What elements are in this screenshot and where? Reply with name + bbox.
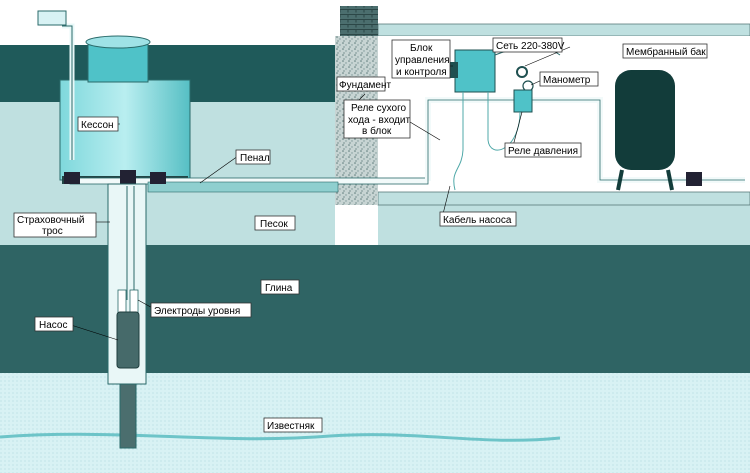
- aquifer-line: [0, 432, 561, 442]
- membrane-tank-body: [615, 70, 675, 170]
- label-manometer: Манометр: [539, 71, 599, 87]
- label-pump-text: Насос: [39, 320, 67, 331]
- well-filter: [119, 383, 137, 449]
- roof-slab: [377, 23, 750, 37]
- penal-sleeve: [147, 181, 339, 193]
- label-power-text: Сеть 220-380V: [496, 41, 565, 52]
- label-membrane-tank: Мембранный бак: [622, 43, 708, 59]
- label-control-block-line1: Блок: [410, 43, 433, 54]
- label-pump-cable-text: Кабель насоса: [443, 214, 512, 226]
- label-pump-cable: Кабель насоса: [439, 211, 517, 227]
- label-control-block-line3: и контроля: [396, 67, 447, 78]
- caisson-hatch: [85, 35, 151, 49]
- tank-legs: [616, 169, 674, 191]
- chimney: [340, 6, 378, 36]
- electrode-2: [129, 289, 139, 315]
- label-penal-text: Пенал: [240, 153, 270, 164]
- valve-center: [120, 170, 136, 186]
- label-level-electrodes-text: Электроды уровня: [154, 306, 240, 317]
- label-dry-relay-line2: хода - входит: [348, 115, 410, 126]
- label-caisson-text: Кессон: [81, 120, 114, 131]
- sand-layer-right: [378, 205, 750, 245]
- label-clay-text: Глина: [265, 283, 293, 294]
- valve-left: [64, 172, 80, 184]
- submersible-pump: [116, 311, 140, 369]
- label-pressure-relay-text: Реле давления: [508, 146, 578, 157]
- label-safety-rope-line1: Страховочный: [17, 215, 84, 226]
- label-clay: Глина: [260, 279, 300, 295]
- label-sand: Песок: [254, 215, 296, 231]
- label-foundation: Фундамент: [336, 76, 391, 92]
- label-caisson: Кессон: [77, 116, 119, 132]
- valve-house: [686, 172, 702, 186]
- control-block: [454, 49, 496, 93]
- label-safety-rope: Страховочный трос: [13, 212, 97, 238]
- limestone-layer: [0, 373, 750, 473]
- label-membrane-tank-text: Мембранный бак: [626, 46, 706, 58]
- floor-slab: [377, 191, 750, 206]
- label-limestone-text: Известняк: [267, 421, 315, 432]
- vent-pipe-outline: [62, 25, 73, 160]
- label-penal: Пенал: [235, 149, 271, 165]
- electrode-1: [117, 289, 127, 315]
- vent-cap: [37, 10, 67, 26]
- pressure-relay-unit: [513, 89, 533, 113]
- label-power: Сеть 220-380V: [492, 37, 565, 53]
- label-sand-text: Песок: [260, 219, 288, 230]
- label-control-block-line2: управления: [395, 55, 450, 66]
- label-dry-relay: Реле сухого хода - входит в блок: [343, 99, 410, 139]
- label-dry-relay-line1: Реле сухого: [351, 103, 407, 114]
- power-plug: [516, 66, 528, 78]
- label-manometer-text: Манометр: [543, 75, 591, 86]
- house-pipe-outline: [427, 99, 745, 181]
- label-pressure-relay: Реле давления: [504, 142, 582, 158]
- label-limestone: Известняк: [263, 417, 323, 433]
- label-level-electrodes: Электроды уровня: [150, 302, 252, 318]
- label-foundation-text: Фундамент: [339, 80, 391, 91]
- label-control-block: Блок управления и контроля: [391, 39, 451, 79]
- label-pump: Насос: [34, 316, 74, 332]
- valve-right: [150, 172, 166, 184]
- label-dry-relay-line3: в блок: [362, 125, 392, 137]
- label-safety-rope-line2: трос: [42, 226, 63, 237]
- control-block-connector: [448, 62, 458, 78]
